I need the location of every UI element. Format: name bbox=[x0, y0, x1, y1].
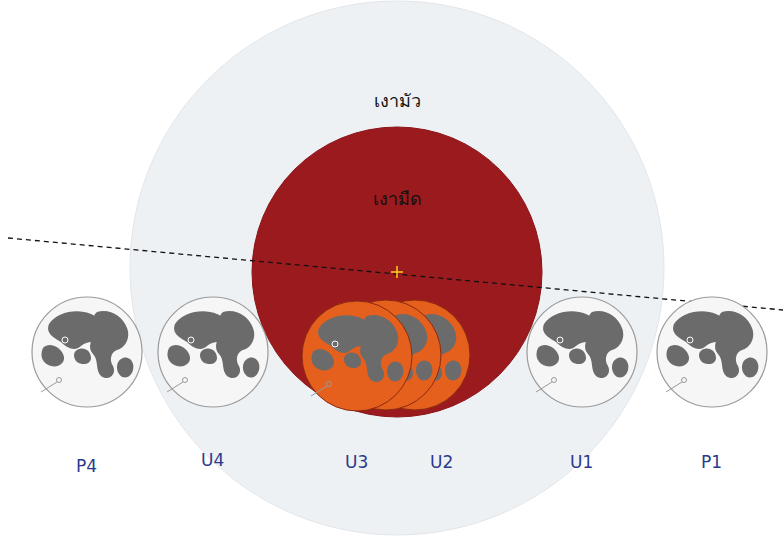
position-label: P4 bbox=[76, 456, 97, 476]
ecliptic-line bbox=[8, 238, 783, 310]
moon bbox=[657, 297, 767, 407]
moon bbox=[32, 297, 142, 407]
moon bbox=[158, 297, 268, 407]
region-label: เงามืด bbox=[251, 184, 543, 213]
region-label: เงามัว bbox=[129, 86, 665, 115]
moon bbox=[302, 301, 412, 411]
center-mark bbox=[391, 266, 403, 278]
moon bbox=[527, 297, 637, 407]
position-label: P1 bbox=[701, 452, 722, 472]
position-label: U2 bbox=[430, 452, 453, 472]
position-label: U1 bbox=[570, 452, 593, 472]
position-label: U4 bbox=[201, 450, 224, 470]
position-label: U3 bbox=[345, 452, 368, 472]
